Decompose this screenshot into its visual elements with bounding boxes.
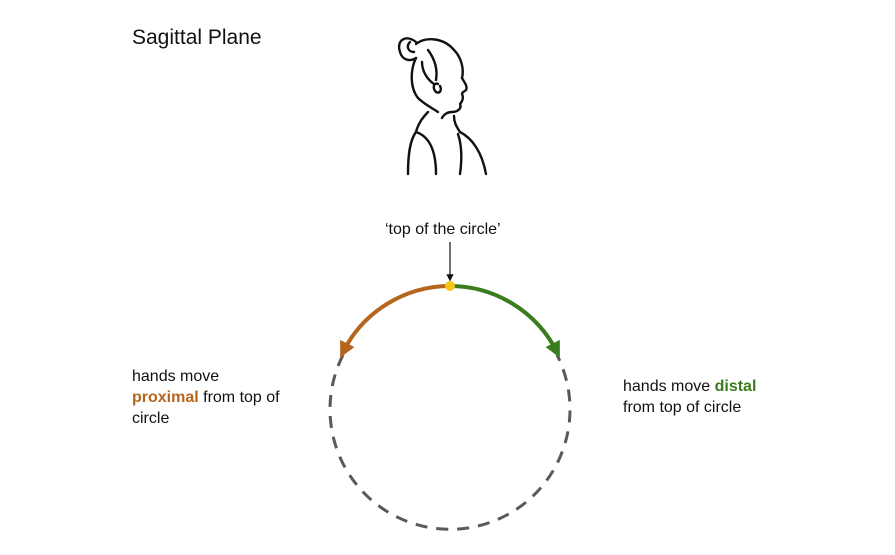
top-of-circle-label: ‘top of the circle’ (385, 221, 501, 238)
proximal-arrow-arc (340, 284, 451, 358)
top-of-circle-dot (445, 281, 455, 291)
proximal-keyword: proximal (132, 389, 199, 406)
distal-note-before: hands move (623, 378, 715, 395)
diagram-title: Sagittal Plane (132, 26, 262, 49)
proximal-note-before: hands move (132, 368, 220, 385)
distal-note: hands move distal from top of circle (623, 376, 803, 418)
dashed-circle-arc (328, 354, 572, 531)
proximal-note: hands move proximal from top of circle (132, 366, 282, 429)
proximal-note-after: from top of circle (132, 389, 280, 427)
distal-note-after: from top of circle (623, 399, 742, 416)
distal-keyword: distal (714, 378, 757, 395)
distal-arrow-arc (449, 284, 560, 358)
person-side-profile-icon (397, 37, 488, 176)
